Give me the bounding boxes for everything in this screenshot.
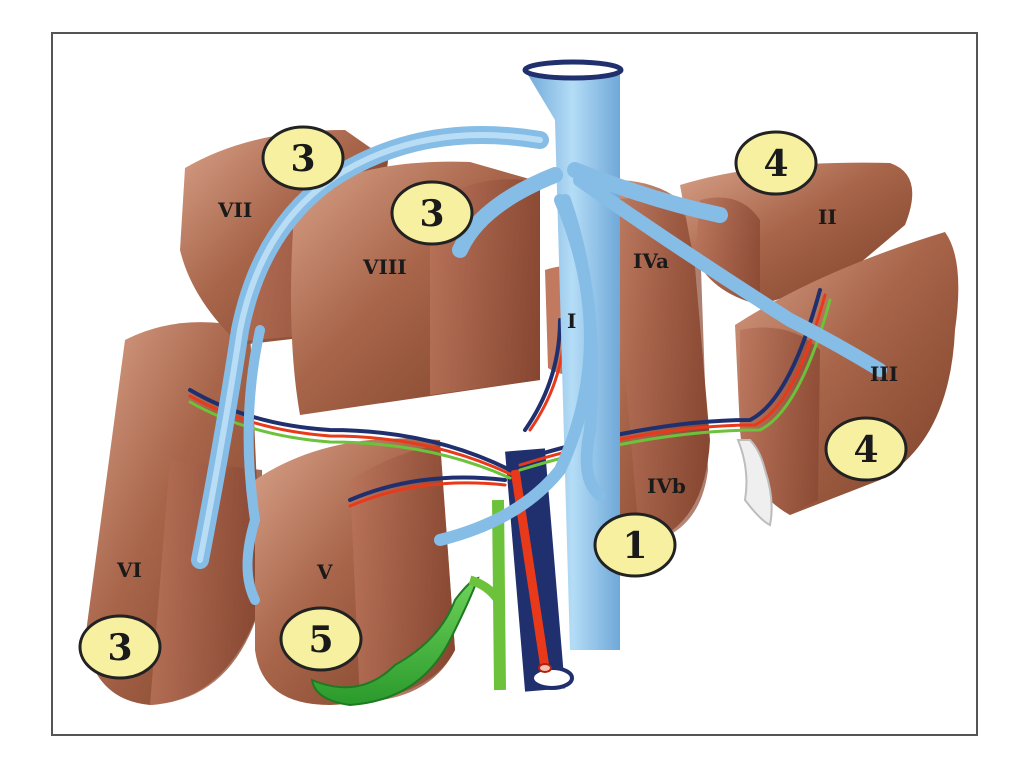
segment-label-iii: III xyxy=(870,362,898,386)
ivc-opening xyxy=(522,59,624,81)
segment-label-viii: VIII xyxy=(362,255,407,279)
segment-label-ivb: IVb xyxy=(647,474,686,498)
segment-label-vi: VI xyxy=(116,558,142,582)
svg-text:3: 3 xyxy=(107,627,132,669)
segment-label-i: I xyxy=(567,309,576,333)
hepatic-artery-opening xyxy=(538,663,552,673)
ligament xyxy=(736,439,773,527)
badge-3-vii: 3 xyxy=(261,125,345,191)
segment-label-iva: IVa xyxy=(633,249,669,273)
segment-label-ii: II xyxy=(818,205,837,229)
svg-text:1: 1 xyxy=(622,525,647,567)
bile-duct-branch xyxy=(468,575,502,603)
svg-text:4: 4 xyxy=(763,143,788,185)
badge-3-viii: 3 xyxy=(390,180,474,246)
segment-label-vii: VII xyxy=(217,198,252,222)
svg-text:3: 3 xyxy=(419,193,444,235)
hepatic-veins xyxy=(191,70,887,650)
portal-vein-opening xyxy=(530,666,574,690)
segment-ii-block xyxy=(680,162,913,305)
svg-text:5: 5 xyxy=(308,619,333,661)
badge-1-ivb: 1 xyxy=(593,512,677,578)
svg-text:3: 3 xyxy=(290,138,315,180)
badge-4-iii: 4 xyxy=(824,416,908,482)
badge-5-v: 5 xyxy=(279,606,363,672)
segment-label-v: V xyxy=(316,560,333,584)
badge-4-ii: 4 xyxy=(734,130,818,196)
badge-3-vi: 3 xyxy=(78,614,162,680)
svg-text:4: 4 xyxy=(853,429,878,471)
